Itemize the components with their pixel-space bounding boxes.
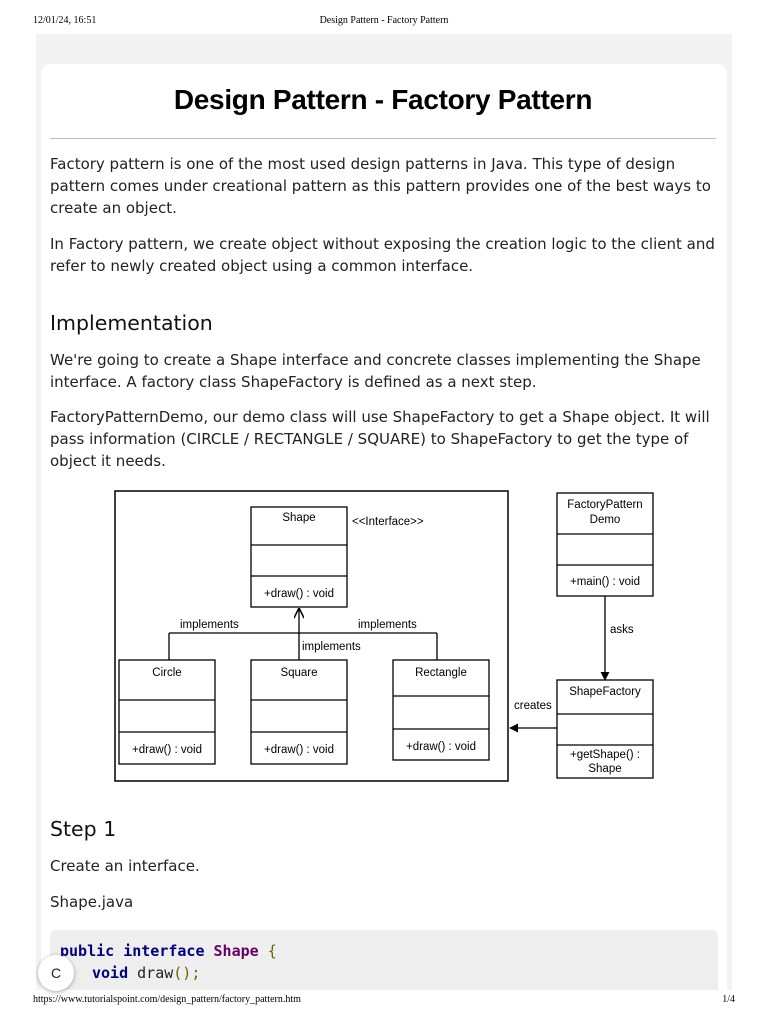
- factory-class-method-line2: Shape: [588, 763, 621, 775]
- code-block: public interface Shape { void draw();: [50, 930, 718, 990]
- code-method-punct: ();: [173, 964, 201, 982]
- code-method-name: draw: [137, 964, 174, 982]
- page-background: Design Pattern - Factory Pattern Factory…: [36, 34, 732, 990]
- square-class-method: +draw() : void: [264, 744, 334, 756]
- step1-text: Create an interface.: [50, 857, 200, 875]
- uml-class-shape: Shape +draw() : void: [250, 506, 348, 608]
- implements-label-right: implements: [358, 619, 417, 631]
- implementation-paragraph-1: We're going to create a Shape interface …: [50, 351, 701, 391]
- implements-label-center: implements: [302, 641, 361, 653]
- demo-class-method: +main() : void: [570, 576, 640, 588]
- code-open-brace: {: [267, 942, 277, 960]
- code-keyword-public: public: [60, 942, 115, 960]
- print-datetime: 12/01/24, 16:51: [33, 15, 97, 26]
- code-keyword-interface: interface: [123, 942, 205, 960]
- factory-class-name: ShapeFactory: [569, 686, 641, 698]
- title-divider: [50, 138, 716, 139]
- code-line-2: void draw();: [92, 964, 200, 982]
- print-footer: https://www.tutorialspoint.com/design_pa…: [0, 994, 768, 1010]
- intro-paragraph-2: In Factory pattern, we create object wit…: [50, 235, 715, 275]
- implements-connectors: [168, 609, 438, 660]
- intro-paragraph-1: Factory pattern is one of the most used …: [50, 155, 711, 217]
- floating-action-button[interactable]: C: [38, 955, 74, 991]
- step1-filename: Shape.java: [50, 893, 134, 911]
- shape-class-method: +draw() : void: [264, 588, 334, 600]
- uml-class-circle: Circle +draw() : void: [118, 659, 216, 765]
- code-keyword-void: void: [92, 964, 129, 982]
- step1-heading: Step 1: [50, 817, 117, 841]
- uml-class-shape-factory: ShapeFactory +getShape() : Shape: [556, 679, 654, 779]
- asks-label: asks: [610, 624, 634, 636]
- shape-class-name: Shape: [282, 512, 315, 524]
- code-line-1: public interface Shape {: [60, 942, 277, 960]
- print-title: Design Pattern - Factory Pattern: [319, 15, 449, 26]
- uml-class-rectangle: Rectangle +draw() : void: [392, 659, 490, 761]
- circle-class-method: +draw() : void: [132, 744, 202, 756]
- circle-class-name: Circle: [152, 667, 181, 679]
- article-card: Design Pattern - Factory Pattern Factory…: [41, 64, 727, 990]
- demo-class-name-line2: Demo: [590, 514, 621, 526]
- page-title: Design Pattern - Factory Pattern: [173, 84, 593, 115]
- print-page-number: 1/4: [722, 994, 735, 1005]
- shape-stereotype: <<Interface>>: [352, 516, 424, 528]
- code-type-name: Shape: [213, 942, 259, 960]
- print-header: 12/01/24, 16:51 Design Pattern - Factory…: [0, 15, 768, 31]
- print-url: https://www.tutorialspoint.com/design_pa…: [33, 994, 301, 1005]
- uml-class-factory-pattern-demo: FactoryPattern Demo +main() : void: [556, 492, 654, 597]
- implements-label-left: implements: [180, 619, 239, 631]
- creates-label: creates: [514, 700, 552, 712]
- square-class-name: Square: [280, 667, 317, 679]
- implementation-heading: Implementation: [50, 311, 213, 335]
- factory-class-method-line1: +getShape() :: [570, 749, 640, 761]
- demo-class-name-line1: FactoryPattern: [567, 499, 642, 511]
- factory-pattern-uml-diagram: Shape +draw() : void <<Interface>> imple…: [114, 490, 654, 782]
- implementation-paragraph-2: FactoryPatternDemo, our demo class will …: [50, 408, 710, 470]
- floating-button-label: C: [50, 965, 62, 981]
- uml-class-square: Square +draw() : void: [250, 659, 348, 765]
- rectangle-class-method: +draw() : void: [406, 741, 476, 753]
- rectangle-class-name: Rectangle: [415, 667, 467, 679]
